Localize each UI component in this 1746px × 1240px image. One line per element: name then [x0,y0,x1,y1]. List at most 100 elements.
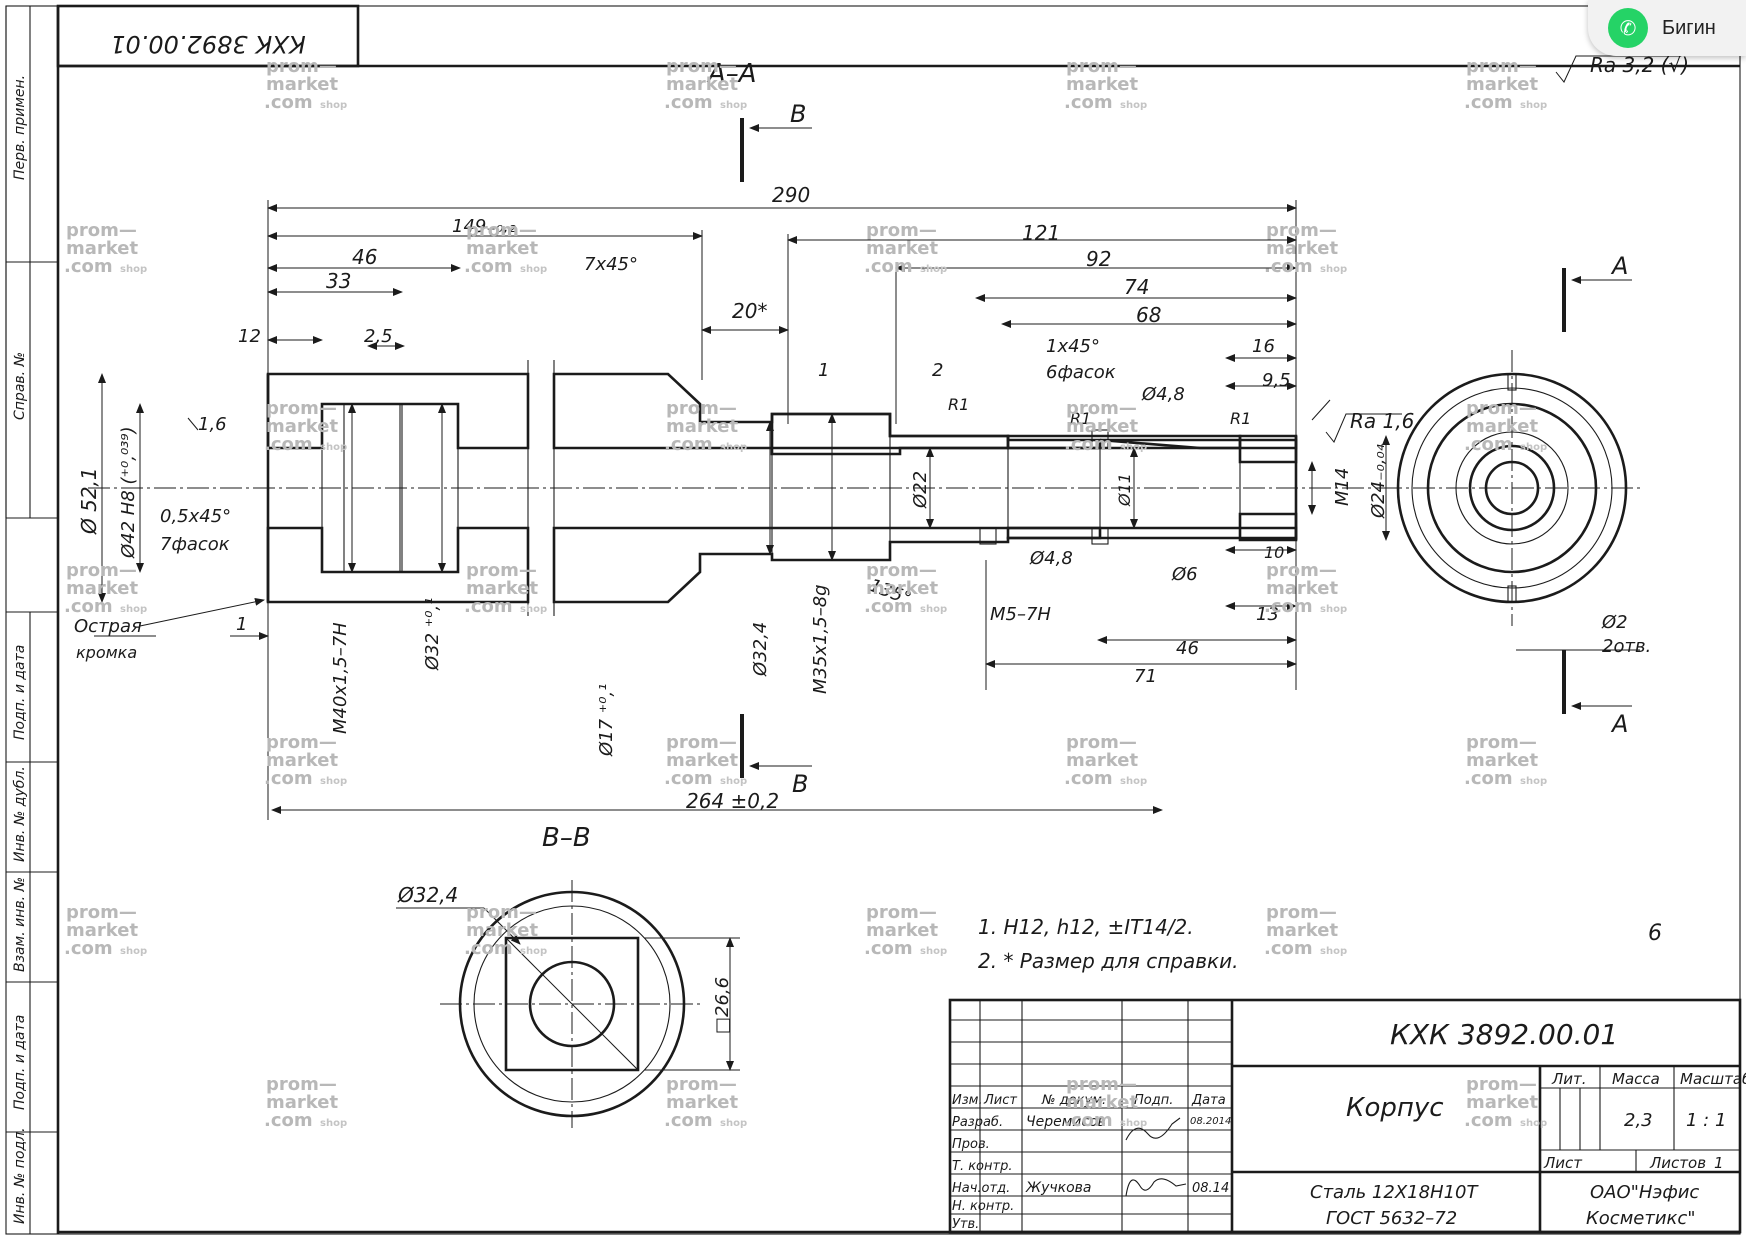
dim-1: 1 [818,360,829,381]
dim-dia-22: Ø22 [910,471,931,509]
watermark-text: prom— [66,902,137,923]
dim-46-bottom: 46 [1176,638,1199,659]
watermark-text: market [1066,750,1138,771]
title-block-texts: КХК 3892.00.01 Корпус Сталь 12Х18Н10Т ГО… [952,1018,1746,1232]
watermark-text: market [466,238,538,259]
watermark-suffix: shop [1520,1118,1547,1129]
dim-dia-24: Ø24₋₀,₀₄ [1368,443,1389,519]
watermark-text: market [1066,1092,1138,1113]
dim-2-5: 2,5 [364,326,393,347]
dim-2-holes: 2отв. [1602,636,1651,657]
dim-1-bottom: 1 [236,614,247,635]
watermark-text: .com [1064,768,1113,789]
dim-m14: M14 [1332,468,1353,506]
watermark-text: .com [1464,92,1513,113]
tb-mass-value: 2,3 [1624,1110,1653,1131]
tb-nachotd-name: Жучкова [1025,1180,1092,1196]
watermark-text: prom— [66,560,137,581]
dim-r1-b: R1 [1070,409,1091,428]
watermark-suffix: shop [320,776,347,787]
tb-col-list: Лист [983,1093,1017,1108]
dim-r1-a: R1 [948,395,969,414]
watermark-text: prom— [466,220,537,241]
watermark-text: market [1066,416,1138,437]
chat-widget-button[interactable]: ✆ Бигин [1588,0,1746,56]
watermark-text: .com [664,434,713,455]
dim-chamfer-1x45: 1х45° [1046,336,1100,357]
tb-row-utv: Утв. [952,1217,979,1232]
dim-74: 74 [1124,275,1149,299]
watermark-text: .com [264,1110,313,1131]
tb-company-1: ОАО"Нэфис [1590,1182,1699,1203]
watermark-text: market [666,750,738,771]
tb-sheets-label: Листов [1649,1154,1706,1172]
tb-nachotd-date: 08.14 [1192,1181,1229,1196]
signature-nachotd [1125,1178,1187,1197]
tb-material-2: ГОСТ 5632–72 [1326,1208,1457,1229]
tb-razrab-date: 08.2014 [1190,1116,1231,1127]
dim-149: 149₋₀,₂ [452,216,516,237]
watermark-text: market [666,74,738,95]
tb-col-docum: № докум. [1041,1093,1106,1108]
watermark-suffix: shop [1120,1118,1147,1129]
watermark-text: market [66,238,138,259]
tb-row-tkontr: Т. контр. [952,1159,1012,1174]
watermark-text: .com [1064,92,1113,113]
watermark-text: prom— [866,220,937,241]
side-label-perv: Перв. примен. [12,75,28,180]
watermark-text: prom— [666,398,737,419]
chat-icon[interactable]: ✆ [1608,8,1648,48]
watermark-text: prom— [1466,398,1537,419]
watermark-text: prom— [866,560,937,581]
tb-name: Корпус [1346,1093,1444,1123]
watermark-text: .com [664,1110,713,1131]
watermark-suffix: shop [1320,264,1347,275]
watermark-suffix: shop [1520,776,1547,787]
tb-row-razrab: Разраб. [952,1115,1003,1130]
watermark-text: prom— [1066,732,1137,753]
watermark-text: .com [1064,1110,1113,1131]
watermark-suffix: shop [920,604,947,615]
tb-row-nachotd: Нач.отд. [952,1181,1010,1196]
tb-col-data: Дата [1191,1093,1226,1108]
watermark-text: market [1266,578,1338,599]
dim-dia-4-8-top: Ø4,8 [1141,384,1185,405]
dim-chamfer-7x45: 7х45° [584,254,638,275]
dim-m5: M5–7H [990,604,1051,625]
side-labels: Перв. примен. Справ. № Подп. и дата Инв.… [12,75,28,1224]
dim-92: 92 [1086,247,1111,271]
watermark-suffix: shop [1520,442,1547,453]
watermark-text: .com [664,92,713,113]
chat-widget-label[interactable]: Бигин [1662,16,1716,39]
tb-designation: КХК 3892.00.01 [1390,1018,1618,1051]
shaft-tip-lower [1006,526,1298,540]
tb-row-prov: Пров. [952,1137,990,1152]
dimension-texts: 290 149₋₀,₂ 121 46 33 7х45° 92 20* 74 68… [74,183,1389,813]
watermark-suffix: shop [320,100,347,111]
watermark-text: prom— [466,560,537,581]
side-label-inv-dubl: Инв. № дубл. [12,766,28,862]
watermark-suffix: shop [1520,100,1547,111]
section-bb-view [396,880,740,1128]
tb-company-2: Косметикс" [1586,1208,1696,1229]
side-label-sprav: Справ. № [12,352,28,420]
watermark-text: market [266,1092,338,1113]
watermark-text: market [1266,238,1338,259]
watermark-text: .com [1064,434,1113,455]
sharp-edge-label-2: кромка [76,643,137,662]
watermark-text: prom— [1466,1074,1537,1095]
dim-9-5: 9,5 [1262,370,1291,391]
dim-dia-11: Ø11 [1115,473,1134,507]
